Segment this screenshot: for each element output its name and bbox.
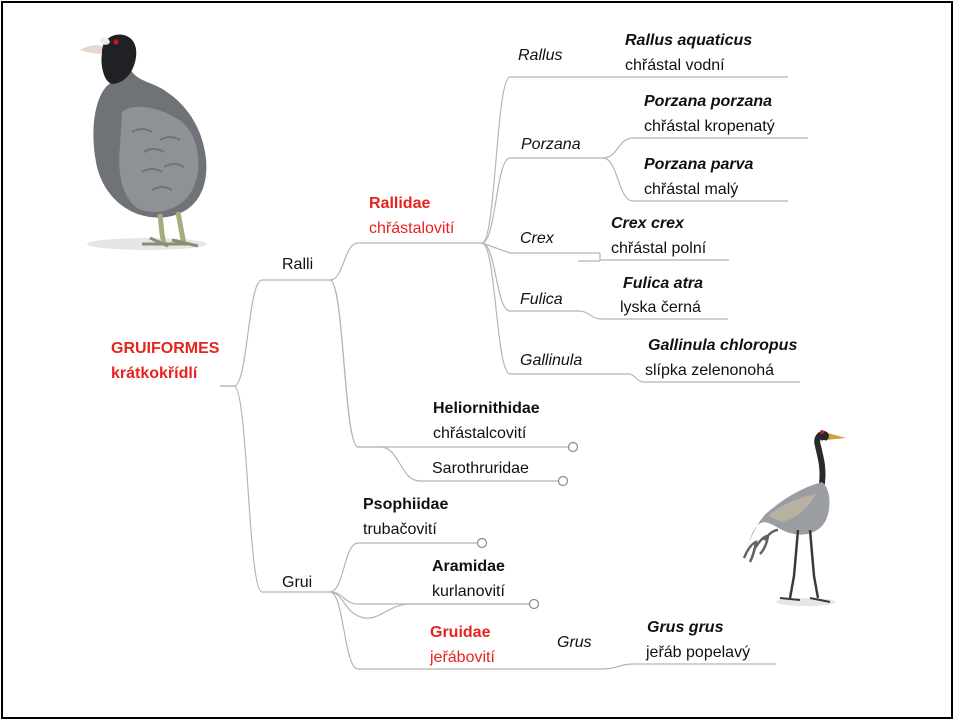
species-latin: Grus grus [647, 618, 723, 638]
family-aramidae-czech: kurlanovití [432, 582, 505, 602]
family-rallidae-czech: chřástalovití [369, 219, 454, 239]
family-psophiidae-czech: trubačovití [363, 520, 437, 540]
species-czech: chřástal vodní [625, 56, 725, 76]
species-czech: chřástal malý [644, 180, 738, 200]
species-czech: jeřáb popelavý [646, 643, 750, 663]
family-aramidae-latin: Aramidae [432, 557, 505, 577]
family-rallidae-latin: Rallidae [369, 194, 430, 214]
genus-rallus: Rallus [518, 46, 562, 66]
species-latin: Gallinula chloropus [648, 336, 797, 356]
genus-crex: Crex [520, 229, 554, 249]
species-czech: chřástal polní [611, 239, 706, 259]
family-heliornithidae-latin: Heliornithidae [433, 399, 540, 419]
genus-grus: Grus [557, 633, 592, 653]
order-latin-name: GRUIFORMES [111, 339, 219, 359]
family-gruidae-latin: Gruidae [430, 623, 490, 643]
species-latin: Fulica atra [623, 274, 703, 294]
family-gruidae-czech: jeřábovití [430, 648, 495, 668]
coot-illustration [72, 22, 222, 254]
genus-fulica: Fulica [520, 290, 563, 310]
order-czech-name: krátkokřídlí [111, 364, 197, 384]
species-czech: slípka zelenonohá [645, 361, 774, 381]
genus-porzana: Porzana [521, 135, 581, 155]
species-czech: lyska černá [620, 298, 701, 318]
family-sarothruridae: Sarothruridae [432, 459, 529, 479]
species-latin: Rallus aquaticus [625, 31, 752, 51]
suborder-ralli: Ralli [282, 255, 313, 275]
crane-illustration [738, 426, 858, 610]
species-latin: Crex crex [611, 214, 684, 234]
genus-gallinula: Gallinula [520, 351, 582, 371]
species-latin: Porzana porzana [644, 92, 772, 112]
family-psophiidae-latin: Psophiidae [363, 495, 448, 515]
species-latin: Porzana parva [644, 155, 753, 175]
family-heliornithidae-czech: chřástalcovití [433, 424, 526, 444]
suborder-grui: Grui [282, 573, 312, 593]
species-czech: chřástal kropenatý [644, 117, 775, 137]
